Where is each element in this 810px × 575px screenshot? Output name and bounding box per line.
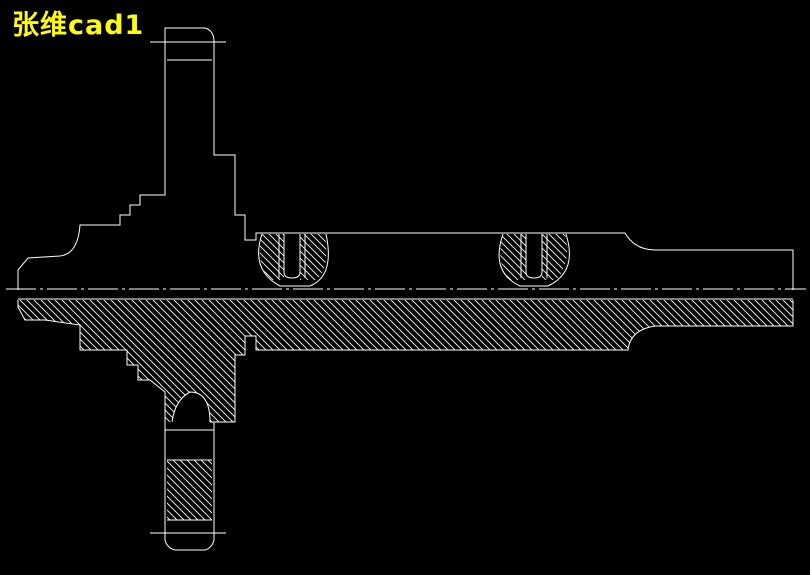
keyway-2-slot	[525, 234, 543, 279]
shaft-upper-outline	[17, 27, 794, 290]
shaft-lower-outline	[17, 300, 215, 551]
keyway-1-hatch	[259, 234, 327, 280]
shaft-section-hatch	[18, 300, 793, 422]
drawing-title: 张维cad1	[12, 10, 145, 41]
hub-lower-outline	[171, 391, 211, 423]
keyway-2-hatch	[500, 234, 568, 280]
gear-tooth-section-hatch	[167, 460, 212, 520]
hub-step-lower	[214, 300, 794, 423]
keyway-1-outline	[258, 233, 329, 287]
keyway-2-outline	[498, 233, 570, 287]
keyway-1-slot	[283, 234, 301, 279]
